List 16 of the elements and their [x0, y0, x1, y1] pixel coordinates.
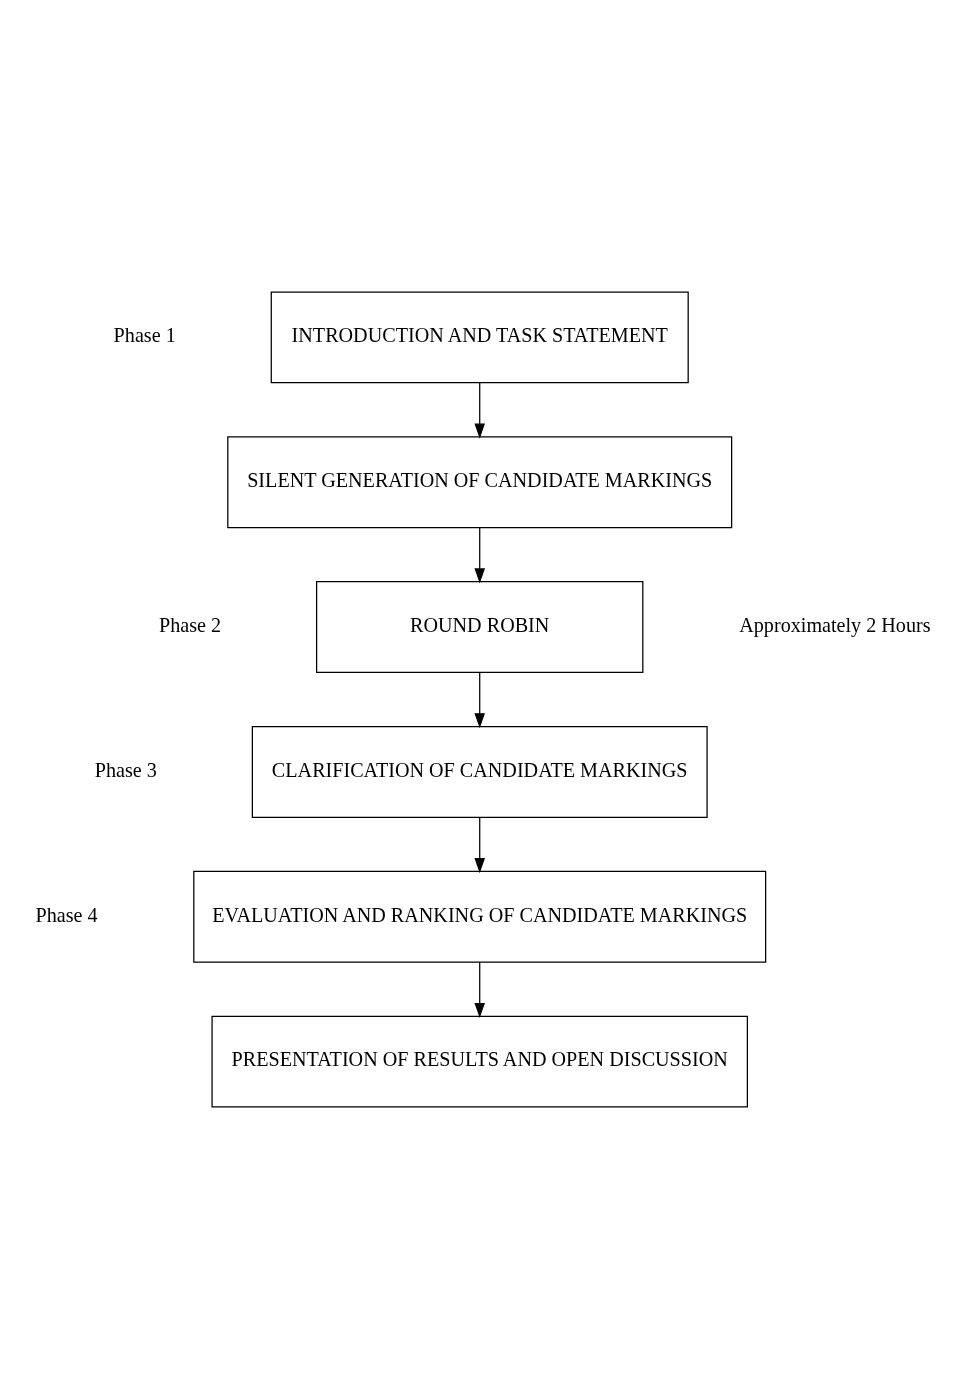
arrow	[474, 961, 485, 1019]
arrow	[474, 382, 485, 439]
node-box: INTRODUCTION AND TASK STATEMENT	[270, 291, 689, 384]
label: Approximately 2 Hours	[739, 613, 931, 636]
label: Phase 1	[113, 324, 176, 347]
label: Phase 3	[94, 758, 157, 781]
node-box: ROUND ROBIN	[316, 581, 644, 674]
label: Phase 4	[35, 903, 98, 926]
label: Phase 2	[158, 613, 222, 636]
arrow	[474, 527, 485, 584]
node-box: EVALUATION AND RANKING OF CANDIDATE MARKINGS	[193, 870, 767, 963]
arrow	[474, 671, 485, 729]
node-box: SILENT GENERATION OF CANDIDATE MARKINGS	[227, 436, 733, 529]
node-box: PRESENTATION OF RESULTS AND OPEN DISCUSSION	[211, 1015, 748, 1108]
arrow	[474, 816, 485, 874]
node-box: CLARIFICATION OF CANDIDATE MARKINGS	[251, 725, 708, 818]
